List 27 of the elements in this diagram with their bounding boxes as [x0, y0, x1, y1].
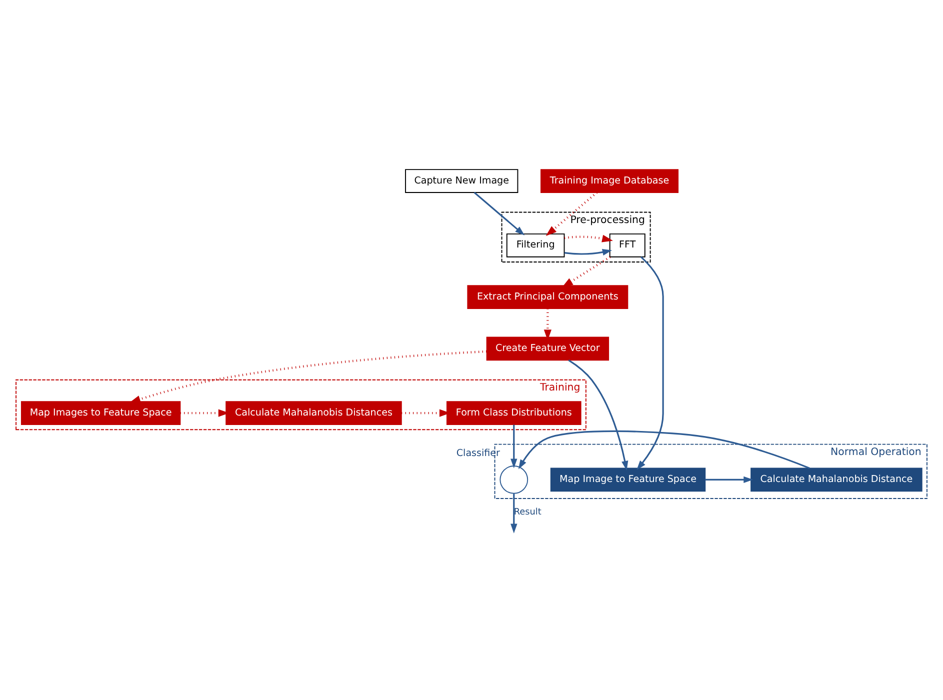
arrow — [130, 350, 487, 402]
arrow — [568, 359, 628, 470]
edge-label: Result — [514, 507, 542, 518]
node-box: FFT — [609, 232, 646, 257]
node-box: Form Class Distributions — [446, 400, 582, 425]
node-circle — [500, 465, 528, 494]
node-box: Filtering — [506, 232, 565, 257]
arrow — [562, 256, 611, 287]
arrow — [564, 248, 612, 255]
node-box: Calculate Mahalanobis Distance — [750, 467, 922, 492]
node-box: Map Image to Feature Space — [550, 467, 706, 492]
node-box: Map Images to Feature Space — [20, 400, 181, 425]
node-box: Extract Principal Components — [467, 284, 628, 308]
arrow — [510, 424, 518, 468]
arrow — [544, 308, 552, 340]
node-label: Classifier — [456, 447, 500, 458]
arrow — [546, 191, 598, 236]
node-box: Training Image Database — [540, 168, 679, 192]
arrow — [518, 430, 810, 469]
node-box: Calculate Mahalanobis Distances — [226, 400, 402, 425]
node-box: Create Feature Vector — [486, 336, 610, 360]
arrow — [510, 493, 518, 533]
arrow — [564, 234, 613, 242]
node-box: Capture New Image — [405, 168, 518, 192]
arrow — [705, 476, 754, 483]
arrow — [636, 256, 664, 470]
arrow — [474, 191, 525, 235]
